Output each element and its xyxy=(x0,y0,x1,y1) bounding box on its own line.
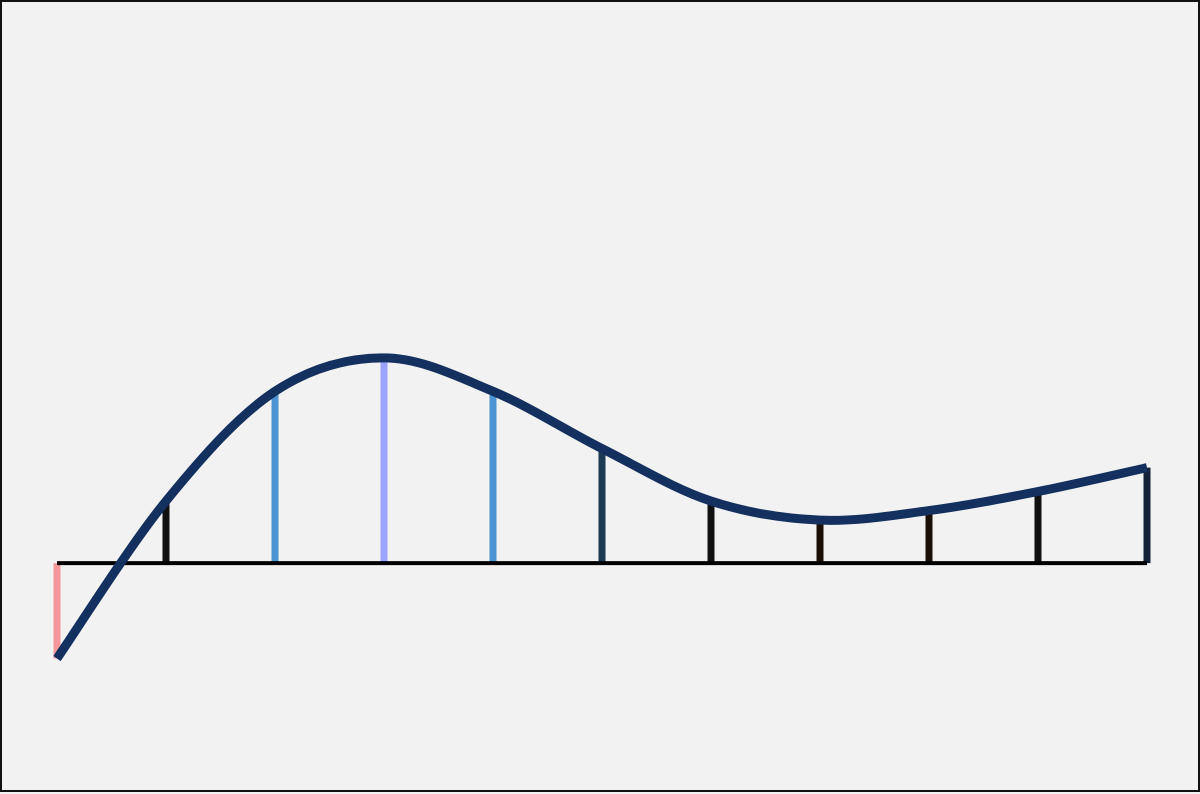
stem-group xyxy=(53,357,1151,659)
series-line xyxy=(53,353,1148,662)
